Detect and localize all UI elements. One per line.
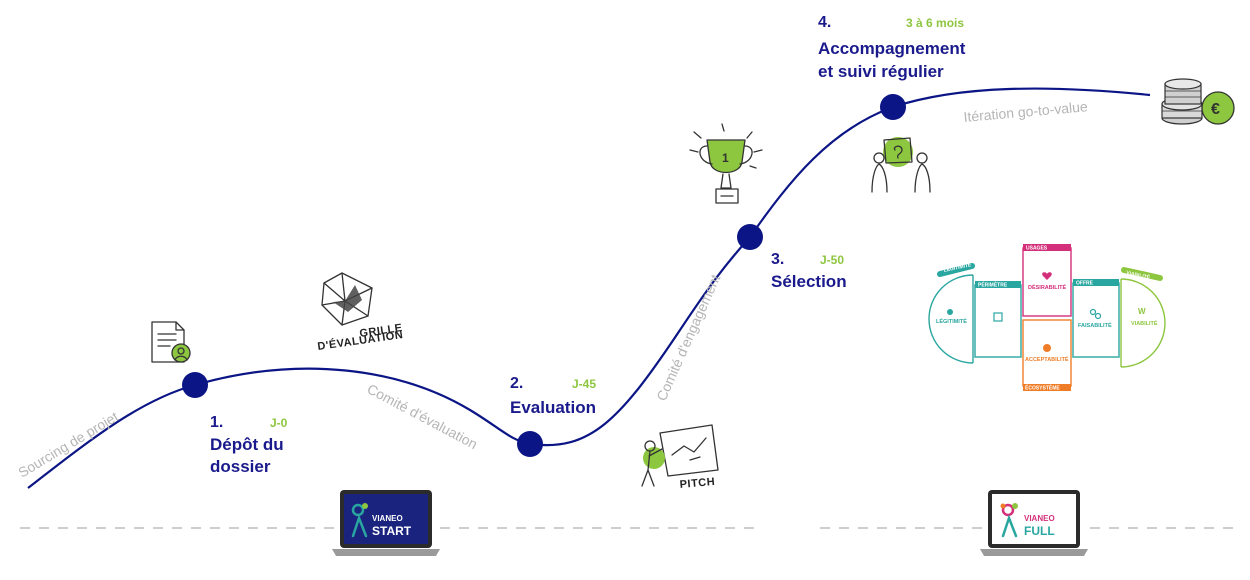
canvas-faisabilite: FAISABILITÉ	[1078, 321, 1112, 329]
start-product: START	[372, 524, 412, 538]
step-1-number: 1.	[210, 414, 223, 431]
full-product: FULL	[1024, 524, 1055, 538]
step-1-node[interactable]	[182, 372, 208, 398]
phase-comite-engagement: Comité d'engagement	[653, 272, 723, 403]
step-2-number: 2.	[510, 375, 523, 392]
canvas-ecosysteme: ÉCOSYSTÈME	[1025, 384, 1060, 392]
start-brand: VIANEO	[372, 514, 403, 523]
canvas-perimetre: PÉRIMÈTRE	[978, 281, 1008, 289]
canvas-legitimite: LÉGITIMITÉ	[936, 317, 967, 325]
step-4-title-line1: Accompagnement	[818, 39, 966, 58]
svg-text:€: €	[1211, 101, 1220, 118]
phase-iteration: Itération go-to-value	[963, 98, 1089, 125]
svg-text:1: 1	[722, 151, 729, 165]
step-3-number: 3.	[771, 251, 784, 268]
step-2-timing: J-45	[572, 377, 596, 391]
step-4-node[interactable]	[880, 94, 906, 120]
full-brand: VIANEO	[1024, 514, 1055, 523]
pitch-label: PITCH	[679, 476, 715, 491]
canvas-offre: OFFRE	[1076, 281, 1094, 287]
vianeo-full-logo: VIANEO FULL	[980, 490, 1088, 556]
step-1-title-line2: dossier	[210, 457, 271, 476]
canvas-viabilite: VIABILITÉ	[1131, 319, 1158, 327]
phase-comite-evaluation: Comité d'évaluation	[365, 381, 481, 453]
step-2-title: Evaluation	[510, 398, 596, 417]
step-3-node[interactable]	[737, 224, 763, 250]
step-4-number: 4.	[818, 14, 831, 31]
step-2-node[interactable]	[517, 431, 543, 457]
value-canvas-diagram: LÉGITIMITÉ LÉGITIMITÉ PÉRIMÈTRE USAGES D…	[928, 244, 1166, 392]
svg-text:W: W	[1138, 307, 1146, 316]
step-4-timing: 3 à 6 mois	[906, 16, 964, 30]
document-icon	[151, 321, 191, 363]
step-3-title: Sélection	[771, 272, 847, 291]
grille-label-line1: GRILLE	[359, 322, 404, 340]
radar-chart-icon: GRILLE D'ÉVALUATION	[317, 272, 404, 353]
canvas-desirabilite: DÉSIRABILITÉ	[1028, 283, 1067, 291]
meeting-icon	[871, 137, 931, 193]
vianeo-start-logo: VIANEO START	[332, 490, 440, 556]
canvas-usages: USAGES	[1026, 246, 1048, 252]
step-4-title-line2: et suivi régulier	[818, 62, 944, 81]
pitch-presentation-icon: PITCH	[641, 424, 719, 491]
step-3-timing: J-50	[820, 253, 844, 267]
canvas-acceptabilite: ACCEPTABILITÉ	[1025, 355, 1069, 363]
trophy-icon: 1	[689, 123, 763, 204]
phase-sourcing: Sourcing de projet	[15, 408, 121, 480]
coins-icon: €	[1161, 78, 1235, 125]
step-1-timing: J-0	[270, 416, 288, 430]
step-1-title-line1: Dépôt du	[210, 435, 284, 454]
